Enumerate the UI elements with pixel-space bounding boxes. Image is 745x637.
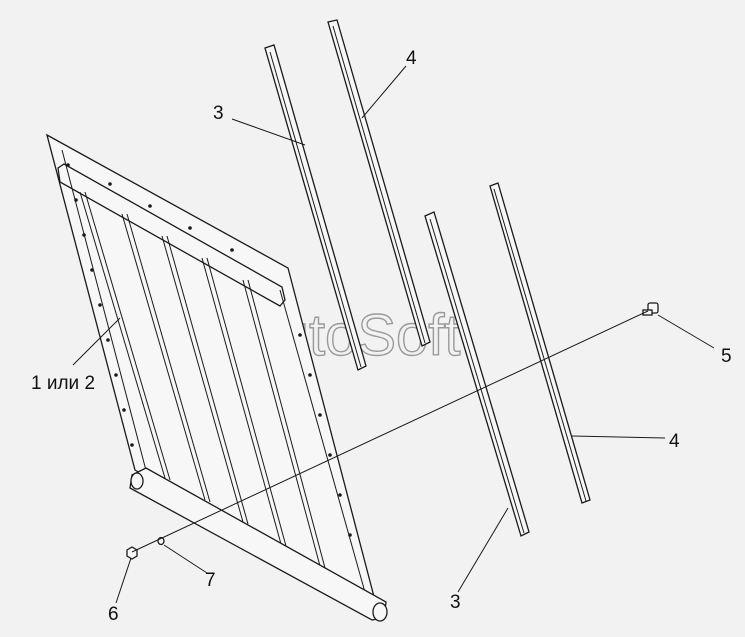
leader-strip-4-lower xyxy=(571,435,666,439)
label-nut: 6 xyxy=(108,604,119,625)
nut xyxy=(126,546,138,560)
leader-bolt xyxy=(657,314,715,349)
leader-strip-3-upper xyxy=(231,118,306,146)
leader-strip-4-upper xyxy=(361,65,407,119)
strip-4-lower xyxy=(489,182,591,504)
label-strip-3-upper: 3 xyxy=(213,103,224,124)
label-washer: 7 xyxy=(205,570,216,591)
label-strip-4-upper: 4 xyxy=(406,48,417,69)
label-strip-3-lower: 3 xyxy=(450,592,461,613)
strip-4-upper xyxy=(327,19,431,347)
leader-washer xyxy=(163,544,208,574)
label-bolt: 5 xyxy=(721,346,732,367)
label-panel: 1 или 2 xyxy=(31,373,95,394)
strip-3-lower xyxy=(424,211,530,537)
assembly-axis xyxy=(131,310,649,553)
panel-holes xyxy=(66,163,352,537)
bolt xyxy=(642,302,659,316)
leader-panel xyxy=(72,317,121,366)
leader-nut xyxy=(115,557,132,604)
label-strip-4-lower: 4 xyxy=(669,431,680,452)
strip-3-upper xyxy=(264,44,367,371)
leader-strip-3-lower xyxy=(457,507,509,593)
radiator-panel xyxy=(45,133,388,622)
panel-tubes xyxy=(79,191,326,569)
